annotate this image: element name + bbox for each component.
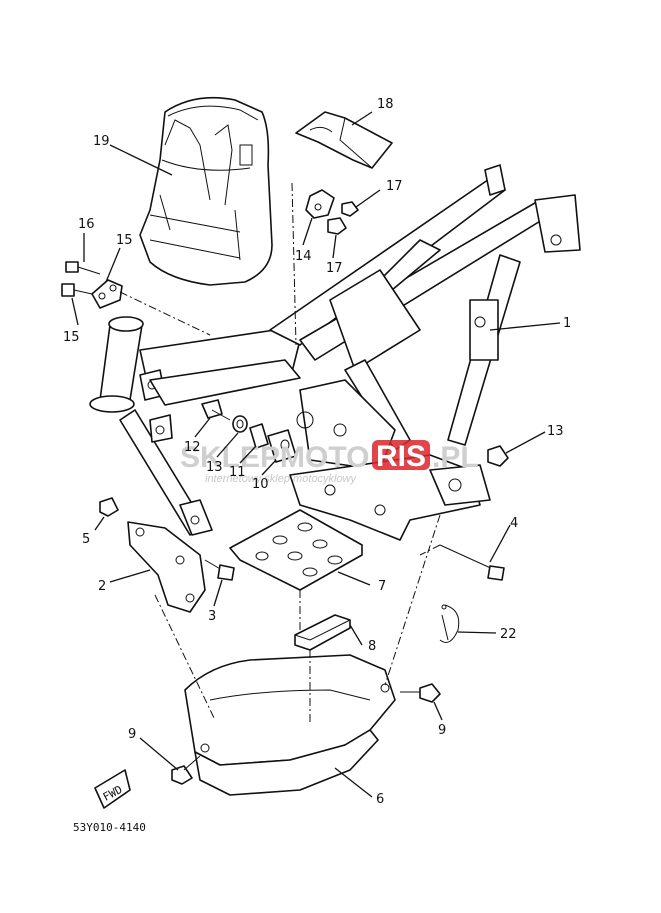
diagram-code: 53Y010-4140 — [73, 821, 146, 834]
callout-17: 17 — [326, 261, 343, 276]
callout-3: 3 — [208, 609, 216, 624]
part-12-bolt — [201, 399, 231, 421]
part-22-clip — [439, 604, 460, 643]
callout-11: 11 — [229, 465, 246, 480]
part-9-bolt-right — [400, 683, 441, 703]
part-8-pad — [294, 614, 351, 651]
callout-10: 10 — [252, 477, 269, 492]
callout-9-left: 9 — [128, 727, 136, 742]
part-3-bolt — [204, 559, 235, 581]
fwd-arrow: FWD — [94, 769, 131, 809]
callout-13: 13 — [206, 460, 223, 475]
part-21-tool-bag — [139, 96, 273, 286]
part-18-bolt — [65, 261, 101, 275]
part-19-nut — [341, 201, 359, 217]
callout-12: 12 — [184, 440, 201, 455]
callout-5: 5 — [82, 532, 90, 547]
callout-labels: 19 18 16 15 15 14 17 17 1 13 12 13 11 10… — [63, 97, 571, 807]
callout-8: 8 — [368, 639, 376, 654]
callout-18: 16 — [78, 217, 95, 232]
part-17-nut — [327, 217, 347, 235]
callout-15-right: 14 — [295, 249, 312, 264]
callout-21: 19 — [93, 134, 110, 149]
callout-22: 22 — [500, 627, 517, 642]
callout-9-right: 9 — [438, 723, 446, 738]
part-11-collar — [249, 423, 269, 449]
part-14-nut — [487, 445, 509, 467]
callout-20: 18 — [377, 97, 394, 112]
callout-15-left: 15 — [116, 233, 133, 248]
leader-lines — [71, 111, 561, 798]
part-13-washer — [232, 415, 248, 433]
part-2-bracket — [127, 521, 206, 613]
watermark-subtitle: internetowy sklep motocyklowy — [205, 473, 358, 485]
watermark: SKLEP MOTO RIS .PL internetowy sklep mot… — [180, 440, 479, 485]
part-7-plate — [229, 509, 363, 591]
callout-6: 6 — [376, 792, 384, 807]
part-20-pad — [295, 111, 393, 169]
part-9-bolt-left — [171, 755, 201, 785]
part-5-nut — [99, 497, 119, 517]
watermark-text-left: SKLEP — [180, 441, 280, 474]
watermark-text-logo: RIS — [376, 440, 426, 473]
watermark-text-mid: MOTO — [280, 441, 369, 474]
watermark-logo-badge — [372, 440, 430, 470]
part-1-main-frame — [89, 164, 581, 541]
callout-2: 2 — [98, 579, 106, 594]
callout-7: 7 — [378, 579, 386, 594]
watermark-text-right: .PL — [432, 441, 479, 474]
part-15-left-bracket — [91, 279, 123, 309]
callout-14: 13 — [547, 424, 564, 439]
part-6-skid-plate — [184, 654, 396, 796]
callout-4: 4 — [510, 516, 518, 531]
part-4-bolt — [439, 544, 505, 581]
callout-19: 17 — [386, 179, 403, 194]
callout-16: 15 — [63, 330, 80, 345]
assembly-lines — [119, 182, 441, 725]
part-15-right-bracket — [305, 189, 335, 219]
part-10-collar — [267, 429, 297, 463]
part-16-bolt — [61, 283, 93, 297]
callout-1: 1 — [563, 316, 571, 331]
